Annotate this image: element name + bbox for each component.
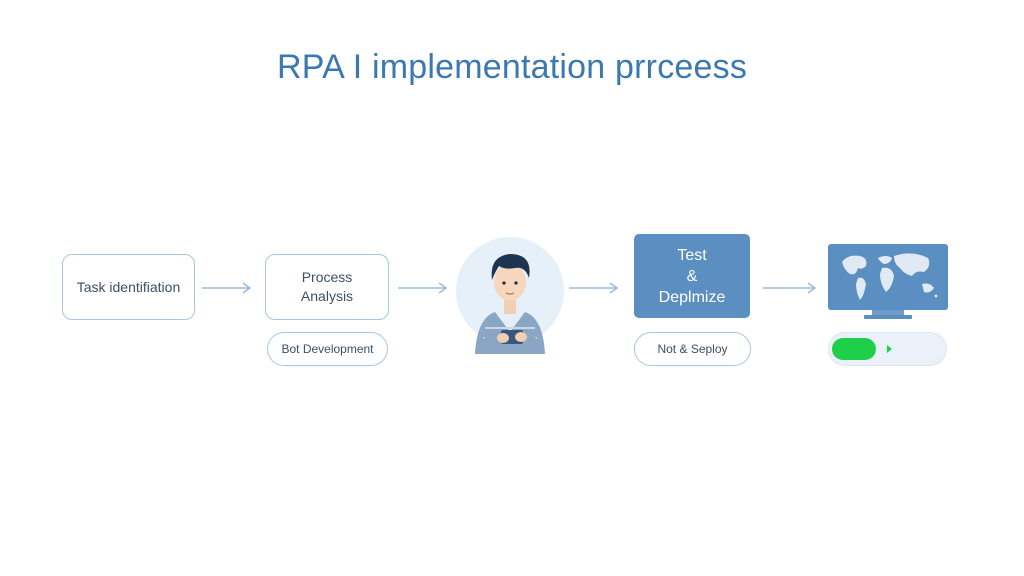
toggle-knob (832, 338, 876, 360)
step-test-line2: & (686, 267, 698, 285)
arrow-right-icon (569, 282, 619, 294)
step-bot-label: Bot Development (281, 342, 374, 356)
step-deploy-label: Not & Seploy (657, 342, 728, 356)
world-map-monitor-icon (828, 244, 948, 319)
play-triangle-icon (887, 345, 892, 353)
toggle-switch-icon[interactable] (828, 332, 947, 366)
step-process-line1: Process (301, 269, 353, 285)
step-task-identification: Task identifiation (62, 254, 195, 320)
step-bot-development: Bot Development (267, 332, 388, 366)
developer-person-icon (456, 237, 564, 354)
arrow-right-icon (398, 282, 448, 294)
step-task-label: Task identifiation (76, 278, 181, 295)
step-process-line2: Analysis (300, 288, 354, 304)
step-test-line1: Test (677, 246, 707, 264)
step-test-deploy: Test & Deplmize (634, 234, 750, 318)
step-test-line3: Deplmize (658, 288, 726, 306)
arrow-right-icon (202, 282, 252, 294)
step-not-seploy: Not & Seploy (634, 332, 751, 366)
arrow-right-icon (763, 282, 817, 294)
step-process-analysis: Process Analysis (265, 254, 389, 320)
diagram-title: RPA I implementation prrceess (276, 48, 748, 86)
